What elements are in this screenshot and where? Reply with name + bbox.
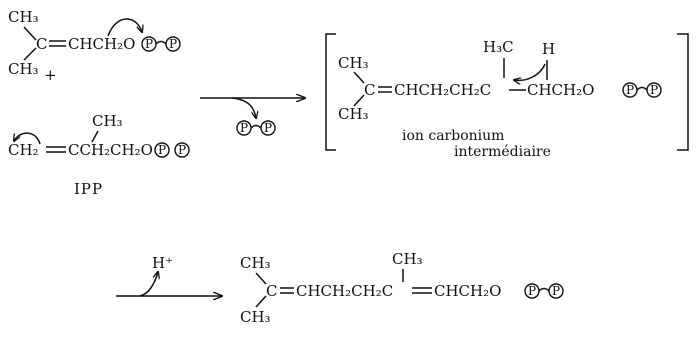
ipp-electron-arrow [14, 132, 41, 145]
dmapp-phosphate-1: P [141, 36, 157, 52]
proton-release-arrow [139, 272, 158, 297]
svg-text:P: P [552, 284, 560, 298]
svg-text:P: P [240, 121, 248, 135]
dmapp-ch3-top: CH₃ [8, 8, 39, 26]
left-bracket [325, 33, 336, 151]
ipp-bond-methyl [91, 130, 99, 143]
released-phosphate-1: P [236, 120, 252, 136]
reaction-arrow-1: P P [200, 97, 305, 136]
prod-bond-bottom [255, 295, 267, 308]
prod-ch3-top: CH₃ [240, 254, 271, 272]
prod-tail: CHCH₂O [434, 282, 501, 300]
product-molecule: CH₃ C CHCH₂CH₂C CH₃ CH₃ CHCH₂O P P [240, 250, 564, 326]
prod-phosphate-1: P [524, 283, 540, 299]
svg-text:P: P [169, 37, 177, 51]
intermediate-label-1: ion carbonium [402, 128, 504, 144]
int-carbon: C [364, 81, 375, 99]
svg-text:P: P [158, 143, 166, 157]
int-ch3-bottom: CH₃ [338, 105, 369, 123]
prod-ch3-mid: CH₃ [392, 250, 423, 268]
svg-text:P: P [178, 143, 186, 157]
int-phosphate-1: P [622, 82, 638, 98]
int-ch3-top: CH₃ [338, 54, 369, 72]
dmapp-bond-top [23, 26, 37, 41]
pp-release-arrow [231, 97, 256, 118]
int-electron-arrow [514, 63, 546, 80]
svg-text:P: P [650, 83, 658, 97]
int-bond-bottom [353, 94, 365, 107]
dmapp-bond-bottom [23, 47, 37, 61]
int-phosphate-2: P [646, 82, 662, 98]
svg-text:P: P [626, 83, 634, 97]
int-bond-top [353, 71, 365, 84]
ipp-phosphate-2: P [174, 142, 190, 158]
right-bracket [677, 33, 689, 151]
prod-chain: CHCH₂CH₂C [296, 282, 393, 300]
svg-text:P: P [145, 37, 153, 51]
prod-bond-top [255, 272, 267, 285]
int-tail: CHCH₂O [527, 81, 594, 99]
dmapp-chain: CHCH₂O [68, 35, 135, 53]
prod-phosphate-2: P [548, 283, 564, 299]
dmapp-carbon: C [36, 35, 47, 53]
prod-ch3-bottom: CH₃ [240, 308, 271, 326]
ipp-molecule: CH₃ CH₂ CCH₂CH₂O P P IPP [8, 112, 190, 198]
ipp-chain: CCH₂CH₂O [68, 141, 153, 159]
plus-sign: + [44, 66, 57, 84]
dmapp-ch3-bottom: CH₃ [8, 60, 39, 78]
dmapp-electron-arrow [107, 18, 142, 37]
reaction-arrow-2: H⁺ [116, 254, 222, 296]
proton-label: H⁺ [152, 254, 173, 272]
dmapp-phosphate-2: P [165, 36, 181, 52]
svg-text:P: P [528, 284, 536, 298]
intermediate-label-2: intermédiaire [454, 144, 551, 160]
carbocation-intermediate: CH₃ C CHCH₂CH₂C CH₃ H₃C H CHCH₂O P P ion… [338, 38, 662, 160]
ipp-label: IPP [74, 180, 103, 198]
ipp-ch2: CH₂ [8, 141, 39, 159]
dmapp-pp-link [155, 40, 167, 45]
int-h3c: H₃C [483, 38, 514, 56]
prod-carbon: C [266, 282, 277, 300]
ipp-phosphate-1: P [154, 142, 170, 158]
int-chain: CHCH₂CH₂C [394, 81, 491, 99]
dmapp-molecule: CH₃ C CHCH₂O CH₃ P P + [8, 8, 181, 84]
released-phosphate-2: P [260, 120, 276, 136]
ipp-ch3: CH₃ [92, 112, 123, 130]
svg-text:P: P [264, 121, 272, 135]
int-h: H [542, 40, 555, 58]
